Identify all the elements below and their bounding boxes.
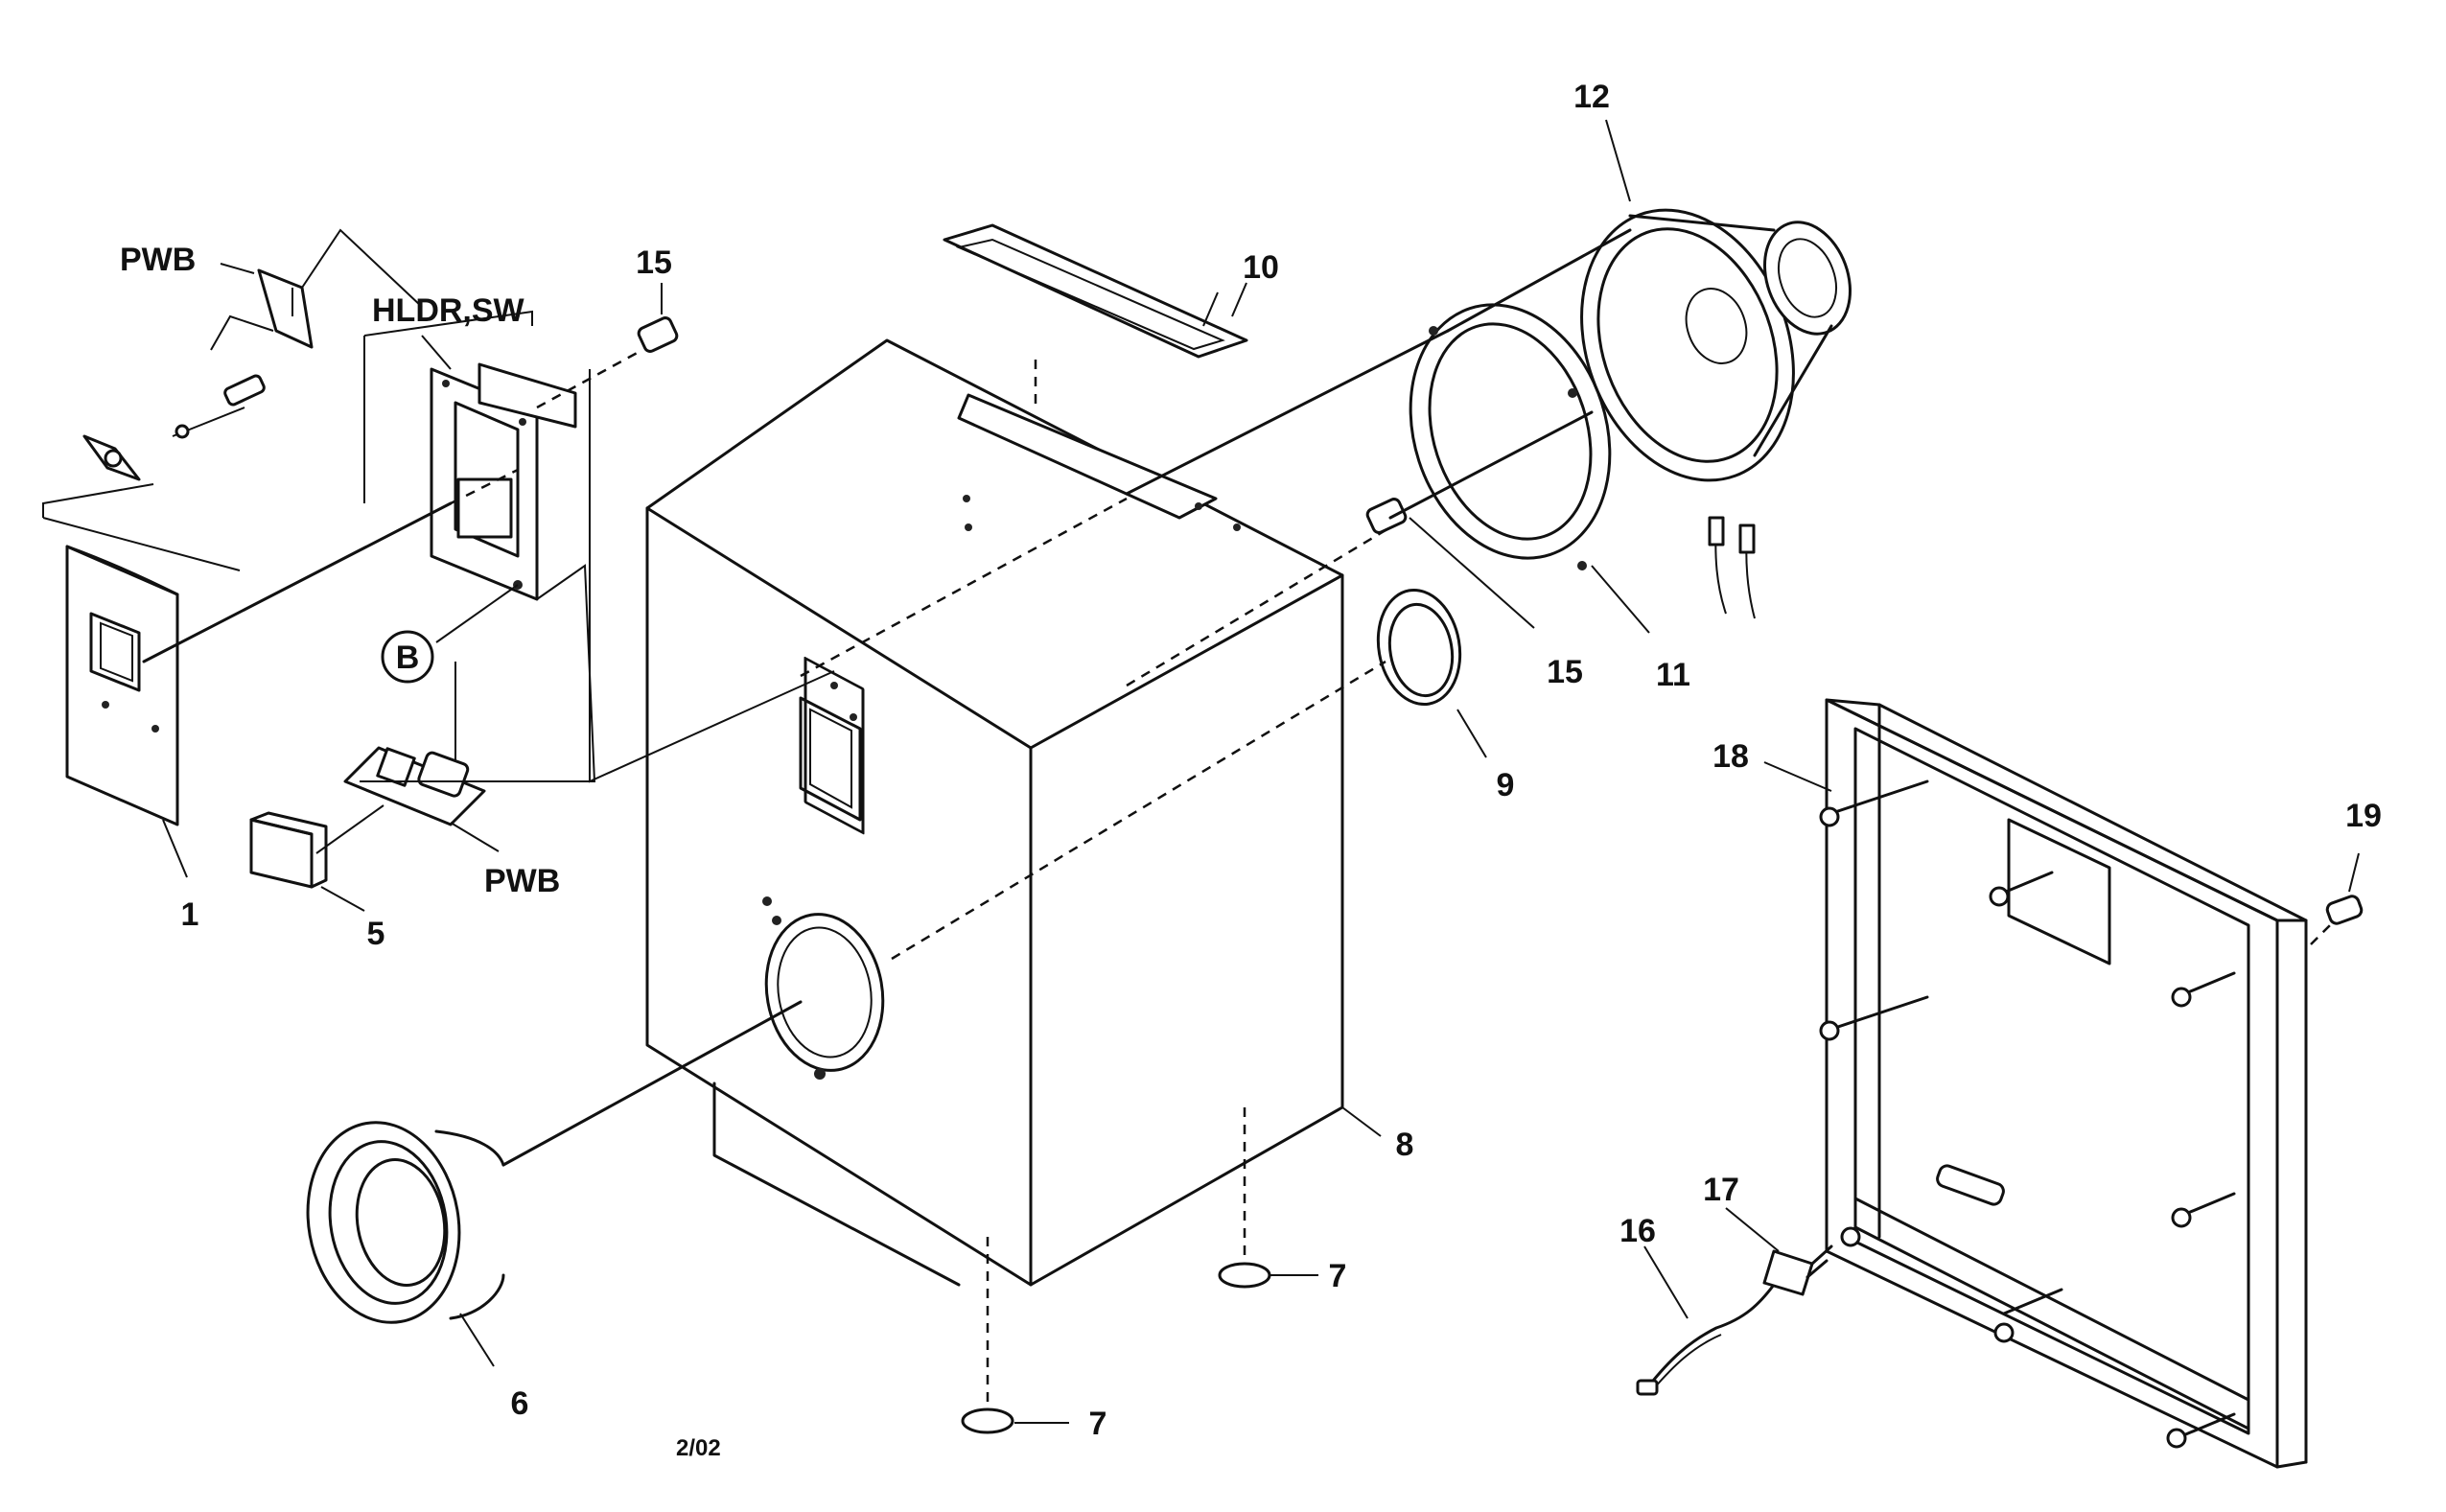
knob-part-5 bbox=[249, 811, 328, 889]
part-number-1: 1 bbox=[181, 896, 199, 933]
pwb-bottom-assembly bbox=[343, 746, 486, 826]
part-number-6: 6 bbox=[511, 1385, 529, 1422]
switch-holder-assembly bbox=[430, 362, 577, 601]
part-number-19: 19 bbox=[2345, 798, 2382, 834]
cable-part-16 bbox=[1636, 1283, 1776, 1396]
top-bezel-part-10 bbox=[943, 223, 1248, 359]
part-number-7-right: 7 bbox=[1329, 1258, 1347, 1294]
speaker-ring-part-11 bbox=[1409, 303, 1612, 570]
part-number-17: 17 bbox=[1703, 1172, 1739, 1208]
assembly-lines bbox=[42, 119, 2360, 1424]
part-number-12: 12 bbox=[1573, 79, 1610, 115]
plug-part-17 bbox=[1762, 1244, 1833, 1296]
part-number-16: 16 bbox=[1619, 1213, 1656, 1249]
foot-part-7-right bbox=[1218, 1262, 1271, 1289]
horn-part-6 bbox=[306, 1121, 505, 1324]
port-ring-part-9 bbox=[1376, 588, 1462, 707]
part-number-7-bottom: 7 bbox=[1089, 1406, 1107, 1442]
front-panel-part-1 bbox=[65, 545, 179, 826]
spacer-part-15-top bbox=[637, 316, 679, 353]
speaker-driver-part-12 bbox=[1580, 208, 1852, 619]
callout-b-circle bbox=[381, 630, 434, 684]
hldr-sw-label: HLDR,SW bbox=[372, 292, 525, 329]
pwb-top-label: PWB bbox=[120, 242, 196, 278]
part-number-18: 18 bbox=[1712, 738, 1749, 775]
part-number-11: 11 bbox=[1656, 657, 1690, 693]
cabinet-part-8 bbox=[645, 338, 1344, 1287]
part-number-15-right: 15 bbox=[1547, 654, 1583, 690]
date-code: 2/02 bbox=[676, 1435, 721, 1461]
pwb-top-assembly bbox=[82, 268, 314, 481]
back-frame-part-18 bbox=[1819, 698, 2308, 1469]
part-number-8: 8 bbox=[1396, 1127, 1414, 1163]
pwb-bottom-label: PWB bbox=[484, 863, 560, 899]
part-number-9: 9 bbox=[1497, 767, 1515, 803]
part-number-5: 5 bbox=[367, 916, 385, 952]
foot-part-7-bottom bbox=[961, 1407, 1014, 1434]
cap-part-19 bbox=[2325, 895, 2364, 925]
callout-b-label: B bbox=[396, 640, 420, 676]
part-number-15-top: 15 bbox=[636, 244, 672, 281]
part-number-10: 10 bbox=[1243, 249, 1279, 286]
spacer-part-15-right bbox=[1365, 498, 1408, 534]
